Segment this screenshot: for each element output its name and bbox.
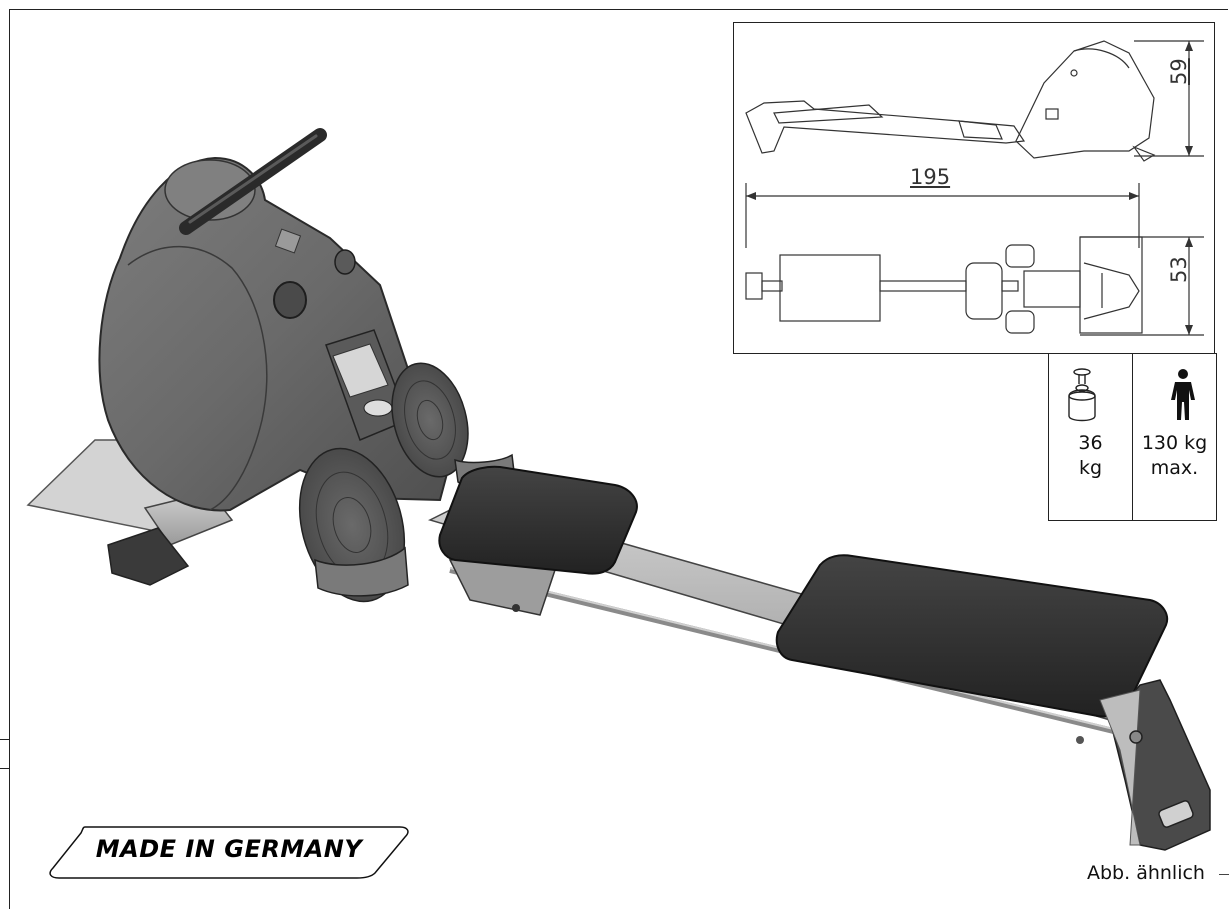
length-dimension: 195	[910, 165, 951, 189]
max-user-weight-spec: 130 kg max.	[1132, 354, 1216, 520]
tension-knob	[273, 281, 307, 319]
width-dimension: 53	[1167, 256, 1191, 283]
badge-text: MADE IN GERMANY	[95, 835, 363, 863]
spec-box: 36 kg 130 kg max.	[1048, 353, 1217, 521]
badge-outline	[49, 826, 409, 879]
console-display	[332, 343, 389, 398]
weight-value: 36	[1078, 432, 1103, 454]
bench-cushion	[775, 554, 1169, 718]
dimension-lines	[745, 40, 1204, 336]
page-frame	[9, 9, 1228, 909]
foot-strap-left	[314, 546, 409, 597]
sliding-seat	[438, 465, 638, 575]
weight-unit: kg	[1078, 457, 1103, 479]
left-margin-marks	[0, 739, 9, 769]
person-icon	[1171, 369, 1195, 420]
resistance-housing	[98, 156, 450, 512]
foot-plate-right	[391, 362, 469, 478]
illustration-caption: Abb. ähnlich	[1087, 862, 1205, 884]
housing-top-cap	[164, 159, 256, 221]
max-weight-label: max.	[1150, 457, 1199, 479]
rear-handle-slot	[1158, 800, 1194, 828]
front-foot	[107, 527, 190, 586]
handle-bar	[179, 128, 327, 235]
weight-spec: 36 kg	[1049, 354, 1132, 520]
caption-tick	[1219, 874, 1229, 875]
weight-icon	[1068, 368, 1096, 422]
housing-seam	[127, 245, 268, 511]
height-dimension: 59	[1167, 58, 1191, 85]
dimension-drawing: 195 59 53	[733, 22, 1215, 354]
made-in-germany-badge: MADE IN GERMANY	[45, 823, 413, 881]
max-weight-value: 130 kg	[1141, 432, 1208, 454]
